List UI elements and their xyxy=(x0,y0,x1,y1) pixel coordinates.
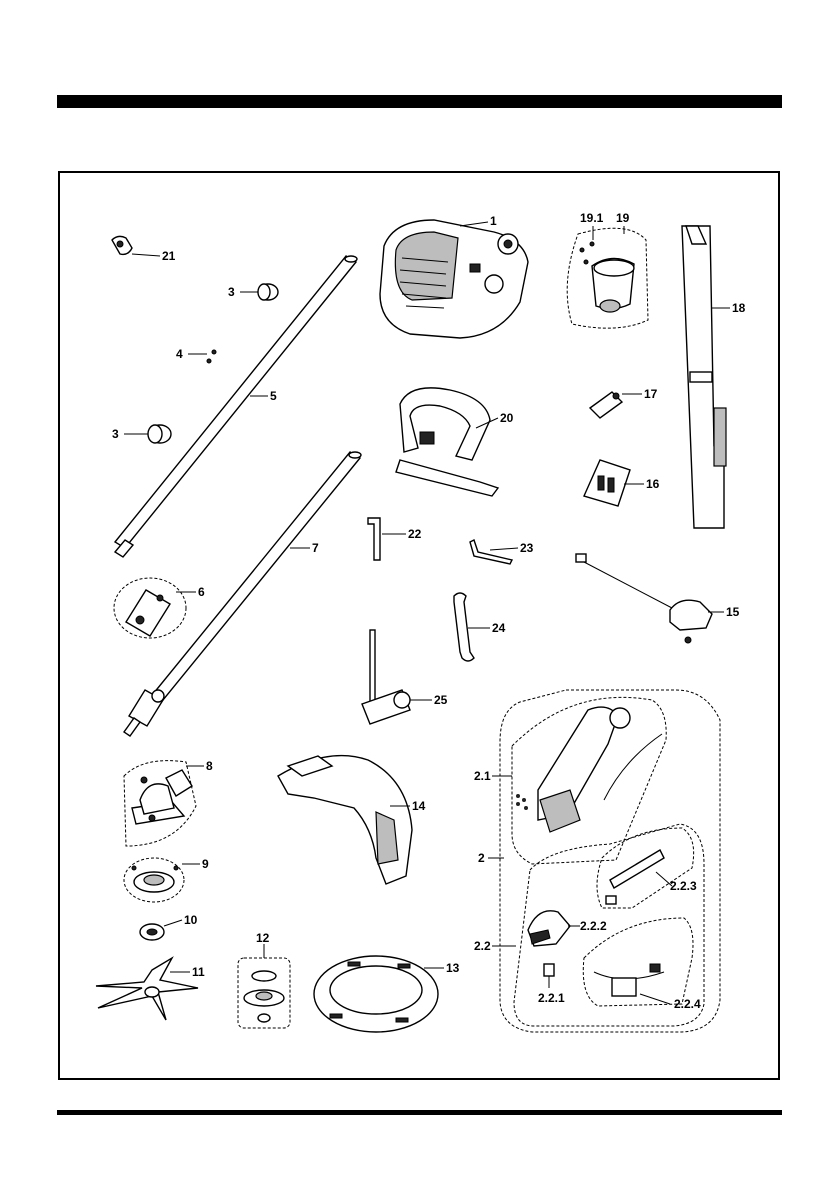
label-7: 7 xyxy=(312,541,319,555)
label-13: 13 xyxy=(446,961,460,975)
part-14-guard xyxy=(278,756,412,884)
label-22: 22 xyxy=(408,527,422,541)
label-2-1: 2.1 xyxy=(474,769,491,783)
part-13-guard-ring xyxy=(314,956,444,1032)
part-6-clamp-assembly xyxy=(114,578,196,638)
label-2-2-2: 2.2.2 xyxy=(580,919,607,933)
label-19: 19 xyxy=(616,211,630,225)
part-11-blade xyxy=(96,958,198,1020)
part-22-hex-key xyxy=(368,518,406,560)
label-3-upper: 3 xyxy=(228,285,235,299)
label-2-2-1: 2.2.1 xyxy=(538,991,565,1005)
label-4: 4 xyxy=(176,347,183,361)
part-2-2-2-trigger xyxy=(528,911,580,946)
part-1-engine xyxy=(380,220,528,338)
part-2-1-handle-grip xyxy=(492,697,666,864)
label-6: 6 xyxy=(198,585,205,599)
label-10: 10 xyxy=(184,913,198,927)
label-2-2-4: 2.2.4 xyxy=(674,997,701,1011)
part-4-screw xyxy=(188,350,216,363)
label-8: 8 xyxy=(206,759,213,773)
part-12-spool-stack xyxy=(238,944,290,1028)
label-23: 23 xyxy=(520,541,534,555)
label-15: 15 xyxy=(726,605,740,619)
part-24-wrench xyxy=(454,593,490,661)
part-25-plug-wrench xyxy=(362,630,432,724)
part-2-2-3-lever xyxy=(597,828,694,908)
part-23-hex-key xyxy=(470,540,518,564)
label-9: 9 xyxy=(202,857,209,871)
label-16: 16 xyxy=(646,477,660,491)
label-25: 25 xyxy=(434,693,448,707)
part-10-nut xyxy=(140,920,182,940)
label-2: 2 xyxy=(478,851,485,865)
part-19-housing xyxy=(567,226,648,328)
part-18-shaft-cover xyxy=(682,226,730,528)
label-18: 18 xyxy=(732,301,746,315)
label-2-2-3: 2.2.3 xyxy=(670,879,697,893)
label-12: 12 xyxy=(256,931,270,945)
part-2-2-1-contact xyxy=(544,964,554,988)
part-16-switch-block xyxy=(584,460,644,506)
label-21: 21 xyxy=(162,249,176,263)
part-3-lower-grip xyxy=(124,425,171,443)
label-2-2: 2.2 xyxy=(474,939,491,953)
label-24: 24 xyxy=(492,621,506,635)
part-9-flange xyxy=(124,858,200,902)
part-3-upper-grip xyxy=(240,284,278,300)
part-8-gear-head xyxy=(124,761,204,846)
part-20-handle xyxy=(396,388,498,496)
part-15-ignition-lead xyxy=(576,554,724,643)
label-17: 17 xyxy=(644,387,658,401)
part-5-upper-shaft xyxy=(115,256,357,557)
label-5: 5 xyxy=(270,389,277,403)
part-17-knob xyxy=(590,392,642,418)
label-14: 14 xyxy=(412,799,426,813)
label-20: 20 xyxy=(500,411,514,425)
label-3-lower: 3 xyxy=(112,427,119,441)
label-1: 1 xyxy=(490,214,497,228)
label-11: 11 xyxy=(192,965,205,979)
label-19-1: 19.1 xyxy=(580,211,604,225)
part-21-clamp xyxy=(112,236,160,256)
